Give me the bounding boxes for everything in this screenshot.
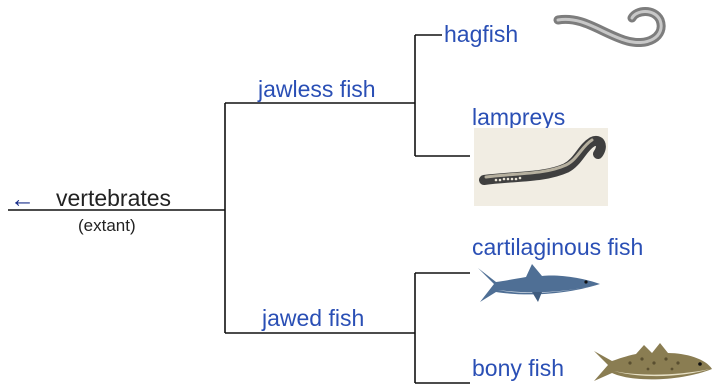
clade-label-jawed: jawed fish <box>262 307 364 330</box>
root-arrow: ← <box>10 187 35 212</box>
root-sublabel: (extant) <box>78 217 136 234</box>
leaf-label-lampreys: lampreys <box>472 106 565 129</box>
leaf-label-hagfish: hagfish <box>444 23 518 46</box>
hagfish-illustration <box>552 2 672 64</box>
clade-label-jawless: jawless fish <box>258 78 376 101</box>
leaf-label-cartilaginous: cartilaginous fish <box>472 236 643 259</box>
cod-illustration <box>590 341 718 391</box>
leaf-label-bony: bony fish <box>472 357 564 380</box>
root-label: vertebrates <box>56 187 171 210</box>
lamprey-illustration <box>474 128 608 206</box>
shark-illustration <box>472 262 608 310</box>
